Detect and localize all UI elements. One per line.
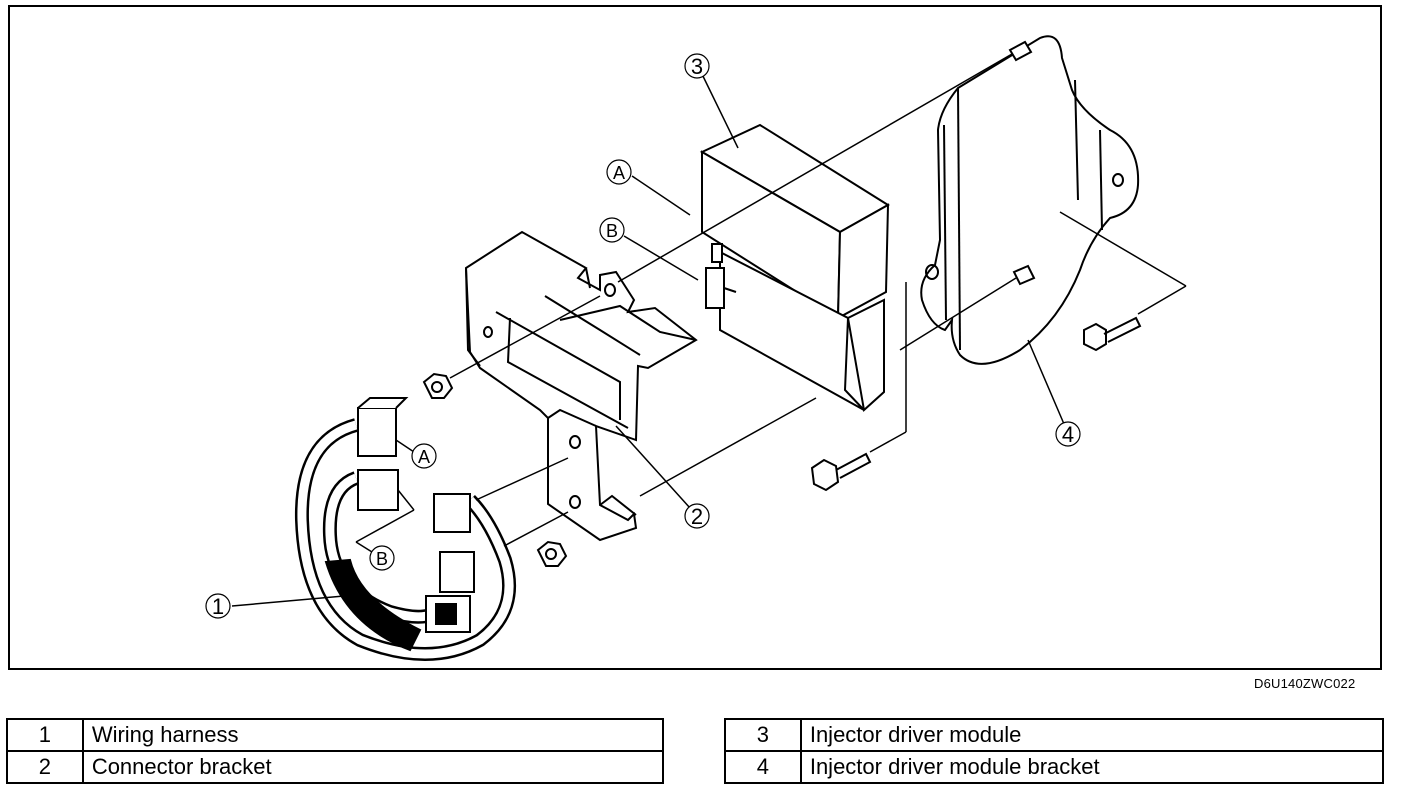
callout-3-label: 3 bbox=[691, 54, 703, 79]
connector-bracket bbox=[464, 230, 698, 542]
callout-2: 2 bbox=[684, 503, 710, 529]
callout-1: 1 bbox=[205, 593, 231, 619]
injector-driver-module bbox=[699, 123, 890, 412]
callout-2-label: 2 bbox=[691, 504, 703, 529]
callout-3: 3 bbox=[684, 53, 710, 79]
legend-row: 4 Injector driver module bracket bbox=[724, 750, 1385, 784]
callout-a-upper: A bbox=[606, 159, 632, 185]
legend-table-left: 1 Wiring harness 2 Connector bracket bbox=[6, 718, 665, 784]
figure-id: D6U140ZWC022 bbox=[1254, 676, 1356, 691]
callout-1-label: 1 bbox=[212, 594, 224, 619]
legend-name: Injector driver module bbox=[799, 718, 1385, 752]
legend-number: 2 bbox=[6, 750, 84, 784]
legend-number: 1 bbox=[6, 718, 84, 752]
wiring-harness bbox=[294, 397, 517, 661]
callout-4-label: 4 bbox=[1062, 422, 1074, 447]
callout-4: 4 bbox=[1055, 421, 1081, 447]
legend-row: 3 Injector driver module bbox=[724, 718, 1385, 752]
injector-driver-module-bracket bbox=[920, 35, 1140, 365]
assembly-lines bbox=[231, 53, 1187, 607]
legend-table-right: 3 Injector driver module 4 Injector driv… bbox=[724, 718, 1385, 784]
legend-row: 1 Wiring harness bbox=[6, 718, 665, 752]
bolt-lower bbox=[810, 452, 872, 492]
callout-b-upper-label: B bbox=[606, 221, 618, 241]
legend-name: Connector bracket bbox=[81, 750, 665, 784]
legend-number: 4 bbox=[724, 750, 802, 784]
legend-name: Wiring harness bbox=[81, 718, 665, 752]
callout-a-lower: A bbox=[411, 443, 437, 469]
legend-number: 3 bbox=[724, 718, 802, 752]
nut-lower bbox=[536, 540, 568, 567]
callout-b-upper: B bbox=[599, 217, 625, 243]
callout-a-lower-label: A bbox=[418, 447, 430, 467]
bolt-upper-right bbox=[1083, 316, 1142, 352]
nut-upper bbox=[422, 372, 454, 399]
callout-a-upper-label: A bbox=[613, 163, 625, 183]
callout-b-lower-label: B bbox=[376, 549, 388, 569]
legend-name: Injector driver module bracket bbox=[799, 750, 1385, 784]
callout-b-lower: B bbox=[369, 545, 395, 571]
diagram-frame bbox=[8, 5, 1382, 670]
legend-row: 2 Connector bracket bbox=[6, 750, 665, 784]
